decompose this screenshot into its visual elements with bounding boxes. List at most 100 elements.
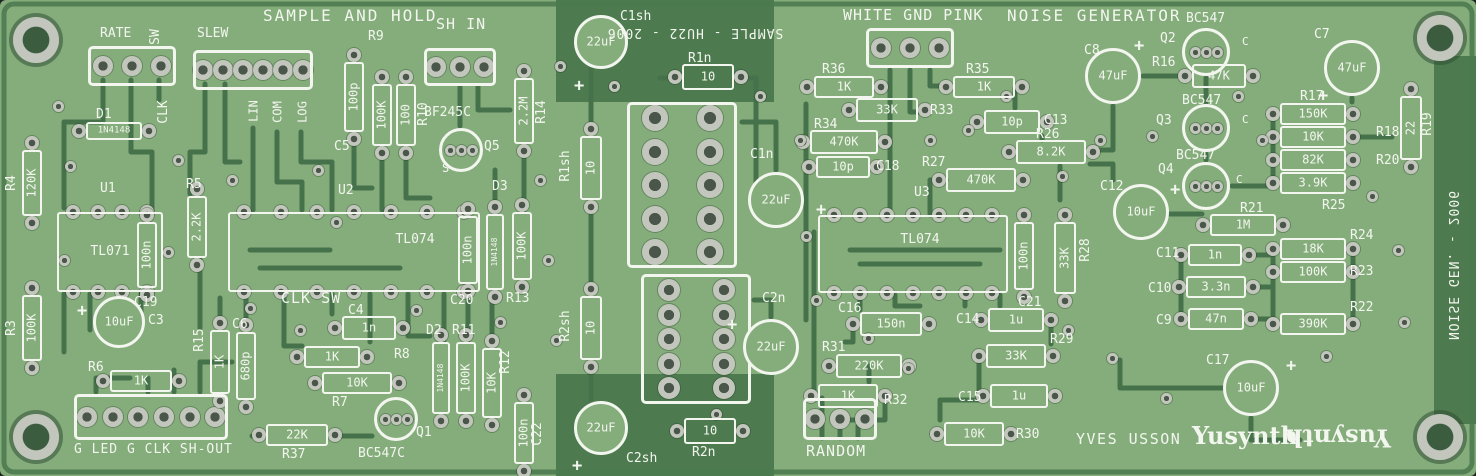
component-pad: [1346, 130, 1360, 144]
label-white-gnd-pink: WHITE GND PINK: [843, 6, 984, 24]
component-value: 150K: [1298, 106, 1328, 121]
component-value: 100: [398, 104, 413, 126]
component-pad: [1174, 312, 1188, 326]
mounting-hole: [1417, 15, 1463, 61]
connector-pin-pad: [153, 407, 174, 427]
component-outline-C20: [458, 216, 478, 284]
silk-text: Q3: [1156, 113, 1172, 128]
component-value: 100n: [139, 240, 154, 270]
component-pad: [1048, 389, 1062, 403]
capacitor-value: 22uF: [761, 192, 791, 207]
silk-text: C: [1242, 35, 1249, 48]
component-outline-R11: [456, 342, 476, 414]
component-pad: [142, 124, 156, 138]
component-outline-R12: [482, 348, 502, 418]
component-designator: R35: [966, 62, 990, 77]
silk-text: BC547: [1186, 11, 1226, 26]
polarity-plus: +: [77, 301, 88, 321]
component-pad: [328, 428, 342, 442]
component-pad: [1242, 248, 1256, 262]
component-outline-C19: [137, 222, 157, 288]
component-pad: [434, 328, 448, 342]
component-designator: R25: [1322, 198, 1346, 213]
silk-text: C: [1236, 173, 1243, 186]
component-outline-R31: [836, 354, 902, 378]
capacitor-body-C2n: [743, 319, 799, 375]
component-designator: R2n: [692, 445, 716, 460]
component-pad: [190, 182, 204, 196]
component-pad: [1172, 280, 1186, 294]
component-pad: [308, 376, 322, 390]
component-pad: [1266, 265, 1280, 279]
component-designator: C11: [1156, 246, 1180, 261]
component-pad: [1346, 242, 1360, 256]
component-outline-R6: [110, 370, 172, 392]
capacitor-value: 10uF: [104, 314, 134, 329]
component-designator: R37: [282, 447, 306, 462]
component-pad: [213, 316, 227, 330]
component-pad: [515, 280, 529, 294]
component-pad: [459, 414, 473, 428]
component-pad: [1404, 82, 1418, 96]
component-value: 47n: [1205, 311, 1227, 326]
component-outline-R24: [1280, 238, 1346, 260]
ic-part-number: TL074: [900, 232, 940, 248]
via: [410, 304, 422, 316]
component-pad: [822, 359, 836, 373]
component-designator: R5: [186, 177, 202, 192]
component-designator: R4: [4, 175, 20, 191]
connector-outline: [193, 50, 313, 90]
ic-pin-pad: [985, 286, 999, 300]
component-pad: [488, 290, 502, 304]
pin-header-outline: [627, 102, 737, 268]
component-pad: [939, 80, 953, 94]
polarity-plus: +: [1134, 36, 1145, 56]
polarity-plus: +: [572, 456, 583, 476]
component-outline-R29: [986, 344, 1046, 368]
component-pad: [918, 103, 932, 117]
component-pad: [1016, 173, 1030, 187]
capacitor-designator: C17: [1206, 353, 1230, 368]
capacitor-designator: C7: [1314, 27, 1330, 42]
ic-pin-pad: [853, 286, 868, 300]
component-pad: [1346, 176, 1360, 190]
via: [862, 332, 874, 344]
component-outline-R2sh: [580, 296, 602, 360]
component-outline-R1sh: [580, 136, 602, 200]
component-outline-R8: [304, 346, 360, 368]
component-outline-R36: [814, 76, 874, 98]
via: [162, 246, 174, 258]
header-pad: [641, 138, 668, 165]
component-pad: [874, 80, 888, 94]
transistor-outline: [439, 128, 483, 172]
component-outline-R4: [22, 150, 42, 216]
component-pad: [1266, 242, 1280, 256]
component-designator: R9: [368, 29, 384, 44]
component-pad: [1346, 317, 1360, 331]
ic-pin-pad: [310, 285, 325, 299]
ic-pin-pad: [420, 285, 435, 299]
silk-text: BF245C: [424, 105, 471, 120]
capacitor-body-C1n: [748, 172, 804, 228]
component-pad: [584, 282, 598, 296]
header-pad: [657, 279, 680, 301]
connector-pin-pad: [830, 409, 850, 429]
component-pad: [1058, 294, 1072, 308]
via: [64, 160, 76, 172]
component-designator: R28: [1078, 238, 1094, 262]
transistor-outline: [1182, 28, 1230, 76]
via: [542, 254, 554, 266]
component-designator: R31: [822, 340, 846, 355]
via: [1398, 316, 1410, 328]
component-value: 100K: [1298, 264, 1328, 279]
ic-outline-U2: [228, 212, 480, 292]
component-pad: [1276, 218, 1290, 232]
component-value: 120K: [24, 168, 39, 198]
transistor-outline: [1182, 104, 1230, 152]
capacitor-body-C1sh: [574, 15, 628, 69]
component-pad: [434, 414, 448, 428]
connector-pin-pad: [92, 56, 113, 76]
component-value: 22: [1403, 120, 1418, 136]
component-pad: [1246, 69, 1260, 83]
component-pad: [932, 173, 946, 187]
